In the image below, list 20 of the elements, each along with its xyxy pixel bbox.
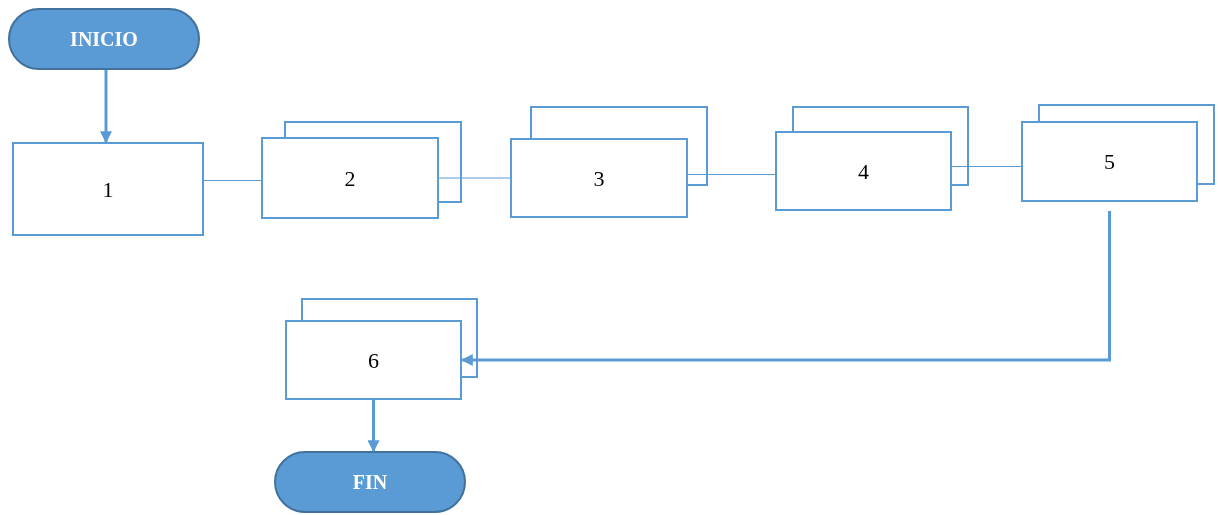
connector-line [951, 166, 1022, 167]
node-label: INICIO [70, 27, 138, 52]
node-label: FIN [352, 470, 388, 495]
multi-document-box [775, 131, 952, 211]
node-label: 1 [102, 175, 114, 204]
process-box [12, 142, 204, 236]
node-label: 6 [368, 346, 379, 375]
connector-line [203, 180, 262, 181]
connector-line [687, 174, 776, 175]
arrow [100, 70, 112, 144]
connector-line [438, 177, 511, 179]
multi-document-box [285, 320, 462, 400]
node-label: 5 [1104, 148, 1115, 176]
multi-document-box [1021, 121, 1198, 202]
node-label: 2 [344, 164, 356, 193]
node-label: 4 [858, 157, 869, 186]
arrow [367, 400, 380, 453]
node-label: 3 [593, 164, 605, 193]
multi-document-box [261, 137, 439, 219]
multi-document-box [510, 138, 688, 218]
